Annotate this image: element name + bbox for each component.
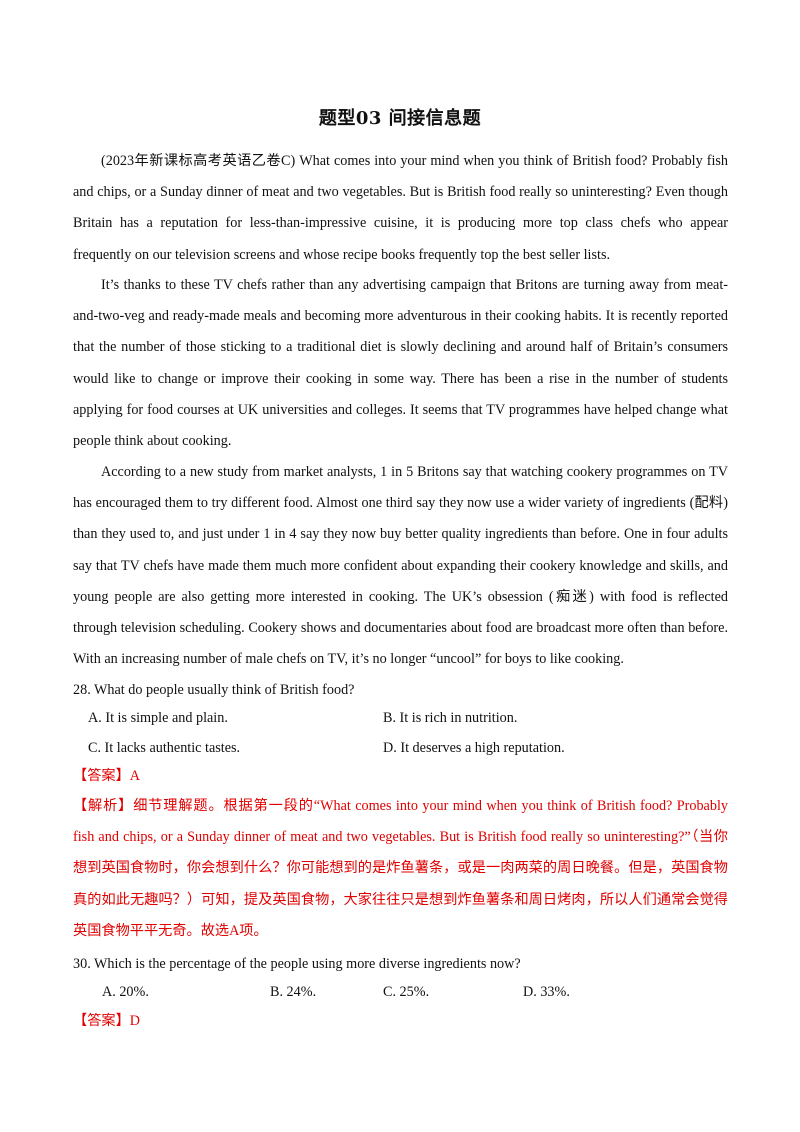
explanation-text: 细节理解题。根据第一段的“What comes into your mind w…	[73, 798, 728, 939]
answer-value: A	[129, 768, 141, 784]
question-30-option-d: D. 33%.	[523, 984, 570, 1000]
question-28-answer: 【答案】A	[73, 766, 140, 786]
answer-tag: 【答案】	[73, 1013, 130, 1029]
answer-value: D	[129, 1013, 141, 1029]
question-28-option-c: C. It lacks authentic tastes.	[88, 740, 241, 756]
question-28-option-a: A. It is simple and plain.	[88, 710, 228, 726]
explanation-tag: 【解析】	[73, 798, 134, 814]
answer-tag: 【答案】	[73, 768, 130, 784]
question-30-option-a: A. 20%.	[102, 984, 149, 1000]
question-30-answer: 【答案】D	[73, 1011, 140, 1031]
question-30-stem: 30. Which is the percentage of the peopl…	[73, 956, 521, 972]
question-28-option-b: B. It is rich in nutrition.	[383, 710, 518, 726]
question-30-option-c: C. 25%.	[383, 984, 430, 1000]
question-28-explanation: 【解析】细节理解题。根据第一段的“What comes into your mi…	[73, 791, 728, 947]
passage-paragraph-1: (2023年新课标高考英语乙卷C) What comes into your m…	[73, 153, 728, 263]
question-28-option-d: D. It deserves a high reputation.	[383, 740, 565, 756]
question-28-stem: 28. What do people usually think of Brit…	[73, 682, 355, 698]
page-title: 题型03 间接信息题	[318, 108, 482, 129]
passage-paragraph-3: According to a new study from market ana…	[73, 464, 728, 668]
passage-paragraph-2: It’s thanks to these TV chefs rather tha…	[73, 277, 728, 450]
question-30-option-b: B. 24%.	[270, 984, 317, 1000]
